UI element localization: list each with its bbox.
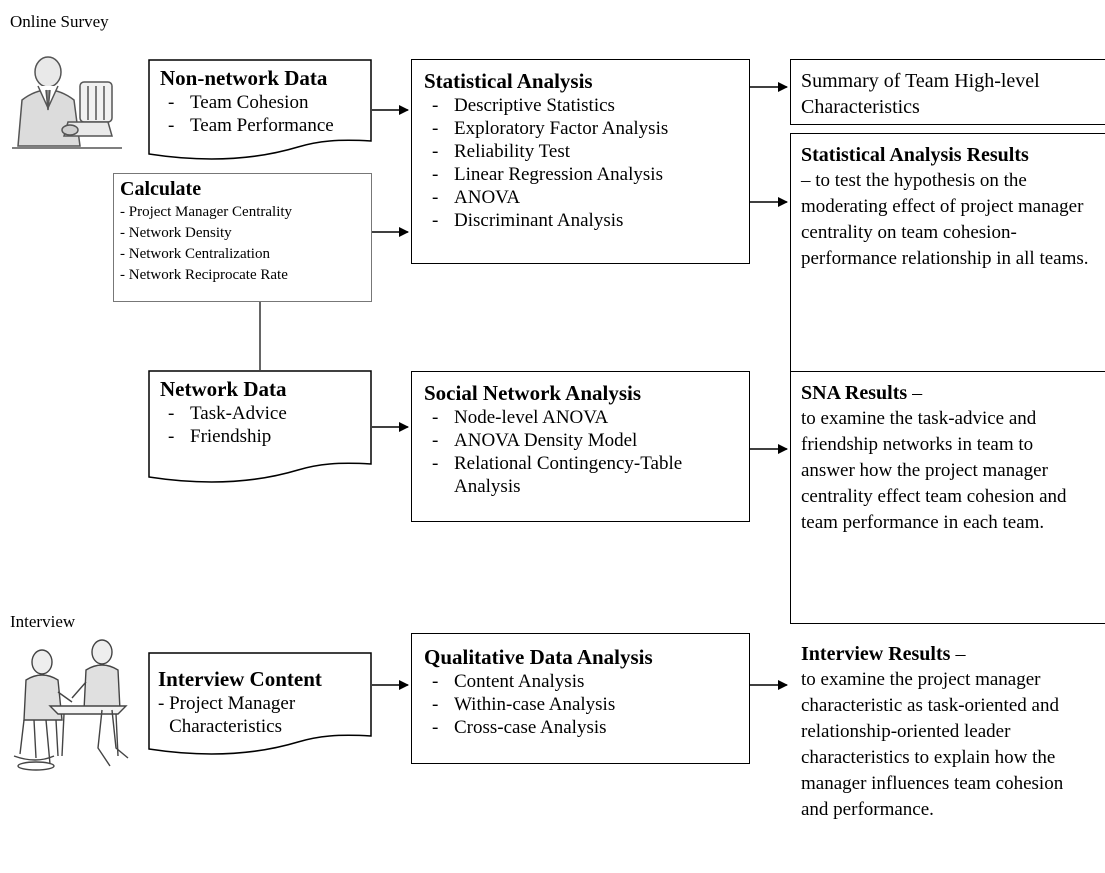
summary-text: Summary of Team High-level Characteristi… [801,70,1040,118]
list-item: -Descriptive Statistics [432,95,615,116]
list-item: - Project Manager Characteristics [158,693,296,737]
list-item: -Reliability Test [432,141,571,162]
list-item: - Network Centralization [120,246,270,262]
list-item: -Cross-case Analysis [432,717,607,738]
calculate-box: Calculate - Project Manager Centrality -… [113,173,372,302]
interview-results-title: Interview Results [801,643,951,665]
list-item: -Task-Advice [168,403,287,424]
social-network-analysis-box: Social Network Analysis -Node-level ANOV… [411,371,750,522]
list-item: - Network Density [120,225,232,241]
list-item: -Friendship [168,426,272,447]
interview-results-heading: Interview Results – [801,643,966,665]
list-item: -Exploratory Factor Analysis [432,118,669,139]
list-item: -Relational Contingency-Table Analysis [432,453,683,497]
list-item: - Network Reciprocate Rate [120,267,288,283]
survey-person-icon [12,56,122,149]
statistical-analysis-results-text: – to test the hypothesis on the moderati… [801,170,1089,269]
non-network-data-title: Non-network Data [160,66,328,90]
interview-persons-icon [13,639,129,771]
non-network-data-box: Non-network Data -Team Cohesion -Team Pe… [148,59,372,163]
interview-content-title: Interview Content [158,667,322,691]
list-item: -Team Performance [168,115,334,136]
network-data-box: Network Data -Task-Advice -Friendship [148,370,372,486]
list-item: -ANOVA Density Model [432,430,638,451]
statistical-analysis-results-box: Statistical Analysis Results – to test t… [790,133,1105,384]
sna-results-title: SNA Results [801,382,908,404]
interview-results-box: Interview Results – to examine the proje… [801,641,1101,823]
sna-results-text: to examine the task-advice and friendshi… [801,408,1067,533]
document-shape [148,370,372,483]
document-shape [148,59,372,160]
interview-content-box: Interview Content - Project Manager Char… [148,652,372,758]
list-item: -Content Analysis [432,671,585,692]
interview-results-text: to examine the project manager character… [801,669,1064,820]
summary-box: Summary of Team High-level Characteristi… [790,59,1105,125]
document-shape [148,652,372,755]
qualitative-data-analysis-box: Qualitative Data Analysis -Content Analy… [411,633,750,764]
list-item: -Within-case Analysis [432,694,616,715]
calculate-title: Calculate [120,178,202,200]
statistical-analysis-results-title: Statistical Analysis Results [801,144,1029,166]
interview-label: Interview [10,612,76,631]
social-network-analysis-title: Social Network Analysis [424,381,642,405]
list-item: -Discriminant Analysis [432,210,624,231]
list-item: -Linear Regression Analysis [432,164,663,185]
statistical-analysis-title: Statistical Analysis [424,69,593,93]
network-data-title: Network Data [160,377,287,401]
statistical-analysis-box: Statistical Analysis -Descriptive Statis… [411,59,750,264]
sna-results-heading: SNA Results – [801,382,923,404]
list-item: -Team Cohesion [168,92,309,113]
list-item: -Node-level ANOVA [432,407,609,428]
list-item: - Project Manager Centrality [120,204,293,220]
sna-results-box: SNA Results – to examine the task-advice… [790,371,1105,624]
online-survey-label: Online Survey [10,12,109,31]
qualitative-data-analysis-title: Qualitative Data Analysis [424,645,653,669]
list-item: -ANOVA [432,187,521,208]
